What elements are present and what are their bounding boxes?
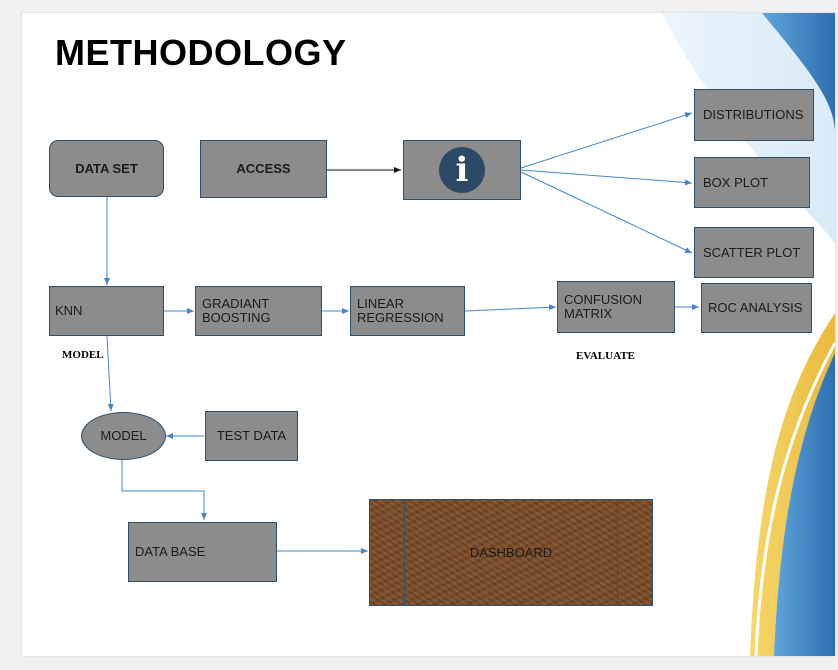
confusion-matrix-label: CONFUSION MATRIX [564,292,642,321]
dashboard-label: DASHBOARD [469,545,553,560]
arrow-lr-cm [464,304,557,312]
access-label: ACCESS [236,161,291,176]
distributions-node: DISTRIBUTIONS [694,89,814,141]
info-node: i [403,140,521,200]
access-node: ACCESS [200,140,327,198]
arrow-info-distributions [520,112,693,169]
test-data-node: TEST DATA [205,411,298,461]
dashboard-node: DASHBOARD [369,499,653,606]
dashboard-divider-left [404,500,405,605]
data-set-node: DATA SET [49,140,164,197]
roc-analysis-node: ROC ANALYSIS [701,283,812,333]
gradiant-boosting-label: GRADIANT BOOSTING [202,296,271,325]
arrow-info-boxplot [520,169,693,186]
knn-node: KNN [49,286,164,336]
distributions-label: DISTRIBUTIONS [703,107,804,122]
data-base-node: DATA BASE [128,522,277,582]
dashboard-divider-right [617,500,618,605]
slide: METHODOLOGY [22,13,835,656]
roc-analysis-label: ROC ANALYSIS [708,300,803,315]
info-icon: i [439,147,485,193]
scatter-plot-label: SCATTER PLOT [703,244,801,260]
arrow-knn-model [106,335,114,412]
model-node: MODEL [81,412,166,460]
data-set-label: DATA SET [75,160,138,176]
connector-arrows [104,112,699,554]
arrow-info-scatterplot [520,171,693,254]
data-base-label: DATA BASE [135,544,206,559]
confusion-matrix-node: CONFUSION MATRIX [557,281,675,333]
page-title: METHODOLOGY [55,32,347,73]
knn-label: KNN [55,303,83,318]
linear-regression-node: LINEAR REGRESSION [350,286,465,336]
scatter-plot-node: SCATTER PLOT [694,227,814,278]
gradiant-boosting-node: GRADIANT BOOSTING [195,286,322,336]
linear-regression-label: LINEAR REGRESSION [357,296,444,325]
evaluate-stage-label: EVALUATE [576,350,635,362]
box-plot-node: BOX PLOT [694,157,810,208]
arrow-model-database [121,460,207,520]
box-plot-label: BOX PLOT [703,174,769,190]
model-stage-label: MODEL [62,349,104,361]
test-data-label: TEST DATA [216,428,287,443]
model-node-label: MODEL [100,428,147,443]
